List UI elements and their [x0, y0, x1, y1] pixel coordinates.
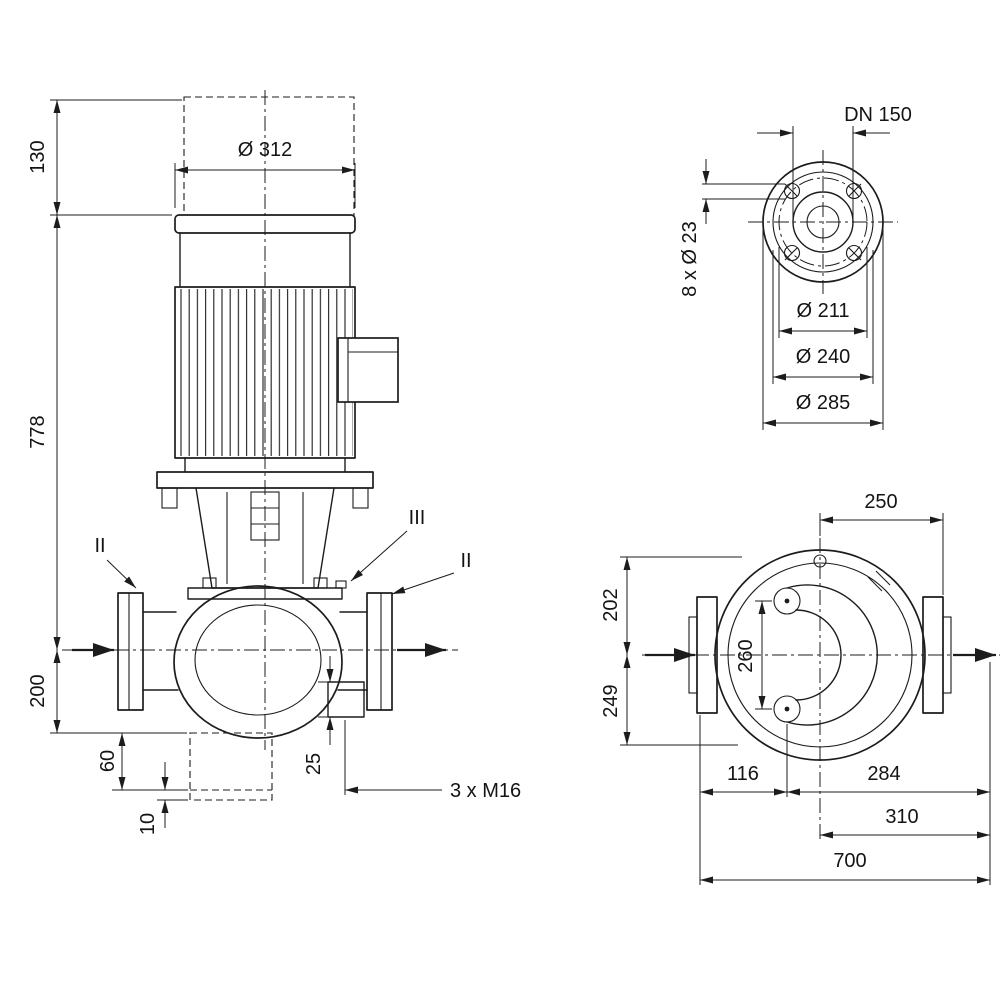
- dim-260-label: 260: [735, 639, 757, 672]
- suction-flange: [117, 592, 144, 711]
- dim-10-label: 10: [137, 813, 159, 835]
- front-centerlines: [62, 90, 458, 750]
- dim-m16-label: 3 x M16: [450, 780, 521, 802]
- dim-240-label: Ø 240: [796, 346, 850, 368]
- flange-bolt-left: [161, 487, 178, 509]
- dim-116-label: 116: [727, 763, 759, 785]
- vent-plug-left: [202, 577, 217, 589]
- dim-312-label: Ø 312: [238, 139, 292, 161]
- volute-outline: [117, 577, 393, 801]
- section-label-left: II: [94, 535, 105, 557]
- flange-bolt-right: [352, 487, 369, 509]
- dim-dn-label: DN 150: [844, 104, 912, 126]
- discharge-flange: [366, 592, 393, 711]
- dim-211-label: Ø 211: [797, 300, 850, 322]
- leader-section-right: [391, 572, 455, 595]
- dim-310-label: 310: [885, 806, 918, 828]
- front-dimensions: Ø 312 130 778 200 60 10 25 3 x M16 II II…: [27, 99, 521, 835]
- front-view: Ø 312 130 778 200 60 10 25 3 x M16 II II…: [27, 90, 521, 835]
- leader-section-left: [106, 559, 137, 589]
- flange-dimensions: DN 150 8 x Ø 23 Ø 211 Ø 240 Ø 285: [679, 104, 912, 430]
- dim-284-label: 284: [867, 763, 900, 785]
- top-outline: [642, 538, 1000, 840]
- dim-bolts-label: 8 x Ø 23: [679, 221, 701, 297]
- dim-60-label: 60: [97, 750, 119, 772]
- bolt-hole: [845, 244, 863, 262]
- vent-plug-right: [313, 577, 328, 589]
- section-label-right: II: [460, 550, 471, 572]
- pump-foot-pad: [327, 681, 365, 718]
- dim-778-label: 778: [27, 415, 49, 448]
- top-dimensions: 250 202 249 260 116 284 310 700: [600, 491, 991, 885]
- port-upper: [773, 587, 801, 615]
- dim-250-label: 250: [864, 491, 897, 513]
- flush-port: [335, 580, 347, 589]
- top-view: 250 202 249 260 116 284 310 700: [600, 491, 1000, 885]
- dim-25-label: 25: [303, 753, 325, 775]
- dim-202-label: 202: [600, 588, 622, 621]
- volute-inner-wall: [194, 604, 322, 716]
- volute-channel-inner: [795, 609, 842, 701]
- flange-view: DN 150 8 x Ø 23 Ø 211 Ø 240 Ø 285: [679, 104, 912, 430]
- motor-outline: [174, 96, 399, 473]
- dim-700-label: 700: [833, 850, 866, 872]
- leader-section-mid: [350, 530, 408, 582]
- dim-130-label: 130: [27, 140, 49, 173]
- foundation-dashed: [189, 732, 273, 801]
- section-label-mid: III: [409, 507, 426, 529]
- dim-249-label: 249: [600, 684, 622, 717]
- dim-285-label: Ø 285: [796, 392, 850, 414]
- flange-outline: [748, 150, 898, 294]
- dim-200-label: 200: [27, 674, 49, 707]
- fan-removal-space-dashed: [183, 96, 355, 216]
- volute-body: [173, 585, 343, 739]
- bolt-hole: [845, 182, 863, 200]
- bolt-hole: [783, 182, 801, 200]
- terminal-box: [337, 337, 399, 403]
- bolt-hole: [783, 244, 801, 262]
- port-lower: [773, 695, 801, 723]
